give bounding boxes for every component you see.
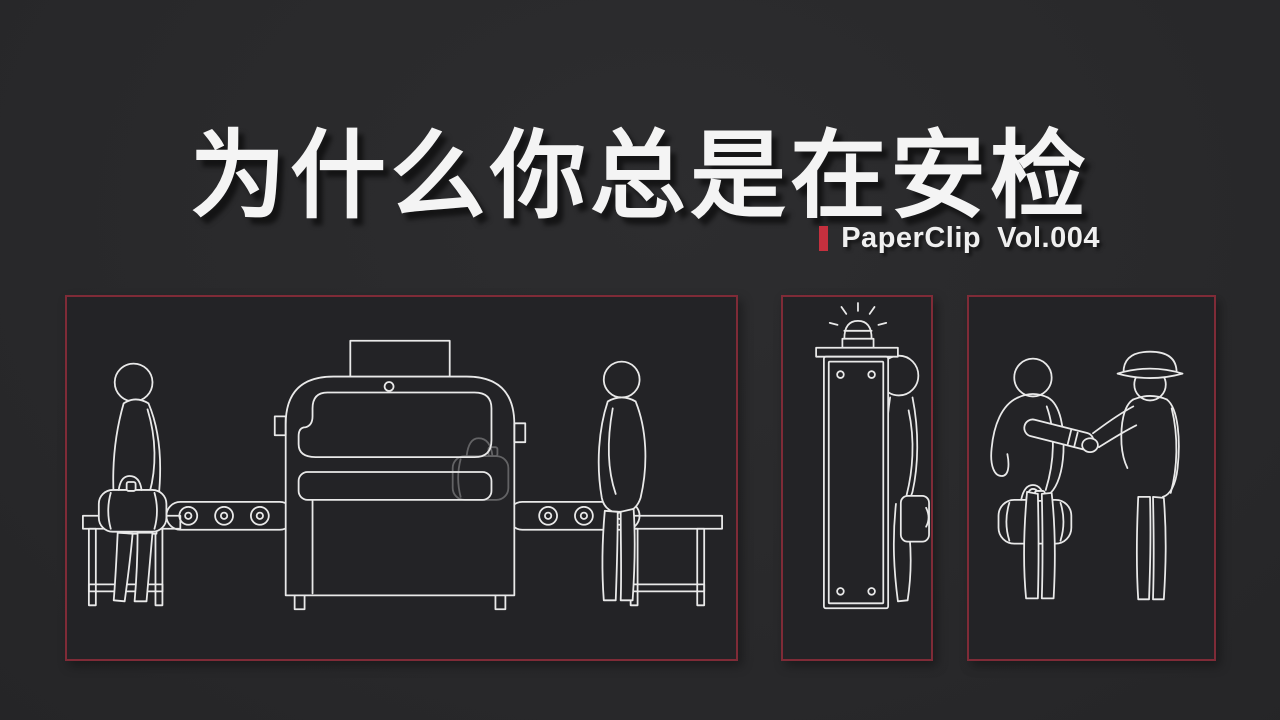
- right-table: [623, 514, 723, 607]
- duffel-bag-on-table: [97, 475, 168, 533]
- series-subtitle: PaperClip Vol.004: [819, 221, 1100, 254]
- passenger-being-scanned: [990, 357, 1073, 600]
- conveyor-belt-left: [165, 500, 295, 531]
- panel-xray-scanner: [65, 295, 738, 661]
- metal-detector-scene-illustration: [815, 302, 930, 610]
- bag-in-tunnel: [451, 437, 510, 501]
- main-title: 为什么你总是在安检: [190, 123, 1090, 230]
- volume-number: Vol.004: [997, 221, 1100, 254]
- passenger-right-figure: [597, 360, 647, 602]
- wand-inspection-scene-illustration: [990, 350, 1184, 601]
- brand-name: PaperClip: [841, 221, 982, 254]
- accent-bar-icon: [819, 225, 829, 251]
- xray-scanner-machine: [273, 339, 527, 611]
- xray-scanner-scene-illustration: [82, 339, 723, 611]
- security-officer-figure: [1081, 350, 1184, 601]
- panel-metal-detector: [781, 295, 933, 661]
- alarm-beacon-icon: [828, 302, 888, 349]
- officer-cap-icon: [1116, 350, 1184, 379]
- metal-detector-gate: [815, 302, 899, 610]
- panel-wand-inspection: [967, 295, 1216, 661]
